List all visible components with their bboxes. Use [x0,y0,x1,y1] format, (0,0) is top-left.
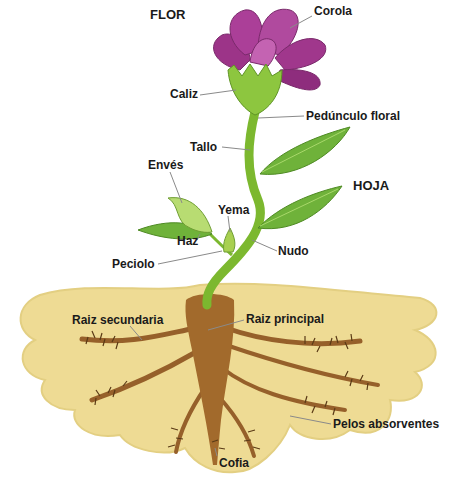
leaf-enves [168,198,212,233]
root-hairs [86,331,368,449]
part-label: Pedúnculo floral [306,109,400,123]
part-label: Cofia [219,456,249,470]
part-label: FLOR [150,8,185,22]
leaf-vein [262,130,345,172]
leaf [258,186,342,229]
part-label: Tallo [190,140,217,154]
part-label: Envés [148,158,183,172]
part-label: Peciolo [112,257,155,271]
part-label: Corola [314,4,352,18]
part-label: Raiz secundaria [72,313,163,327]
bud [224,228,235,252]
leaf [260,127,350,174]
part-label: Caliz [170,87,198,101]
leader-lines [130,16,331,456]
main-root [185,294,234,465]
leaf-vein [260,189,338,226]
part-label: Raiz principal [246,312,324,326]
soil [21,284,437,473]
part-label: Yema [218,203,249,217]
part-label: Nudo [278,244,309,258]
part-label: Pelos absorventes [333,417,439,431]
part-label: HOJA [353,179,389,193]
calyx [228,64,282,115]
part-label: Haz [177,234,198,248]
